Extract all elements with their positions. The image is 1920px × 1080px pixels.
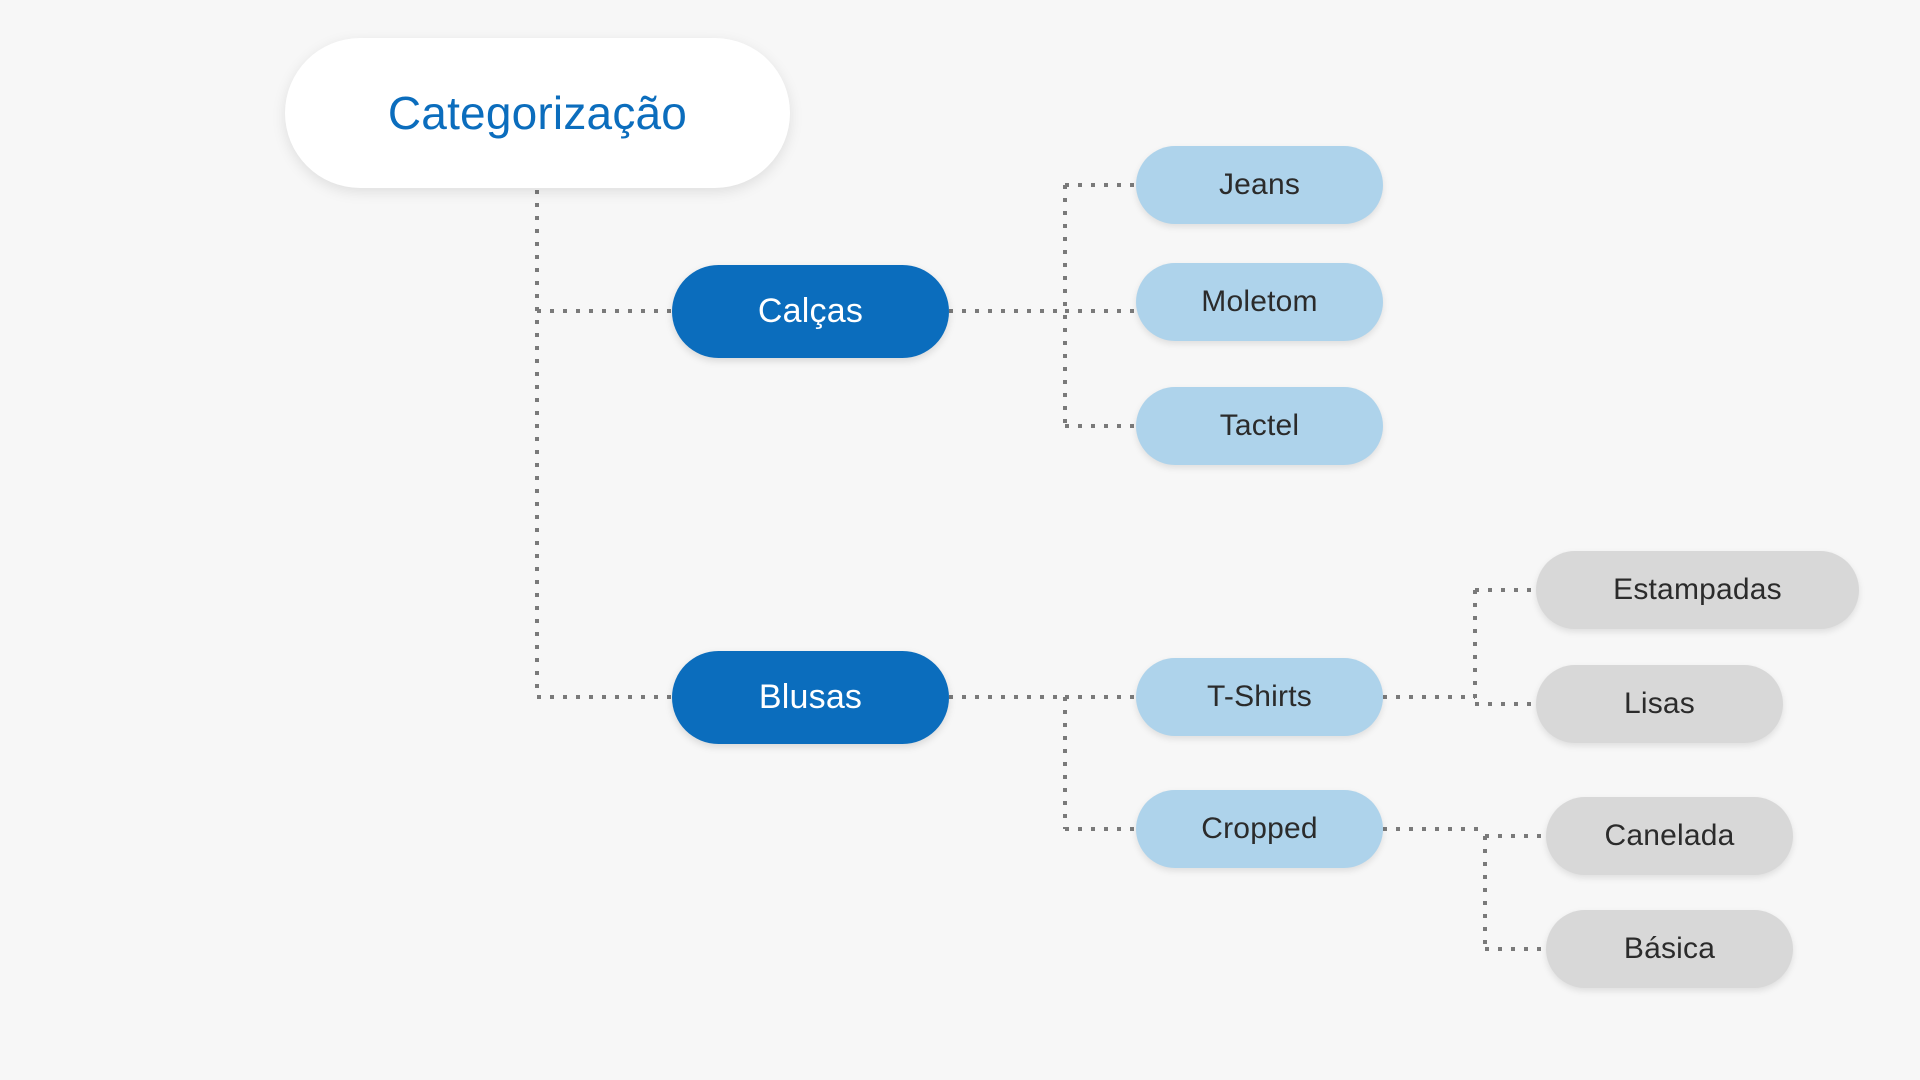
node-blusas-label: Blusas	[758, 678, 863, 716]
node-canelada-label: Canelada	[1604, 819, 1735, 852]
node-tshirts[interactable]: T-Shirts	[1136, 658, 1383, 736]
node-lisas-label: Lisas	[1623, 687, 1696, 720]
node-root-categorizacao[interactable]: Categorização	[285, 38, 790, 188]
node-estampadas-label: Estampadas	[1613, 573, 1782, 606]
node-basica-label: Básica	[1623, 932, 1716, 965]
node-tactel-label: Tactel	[1219, 409, 1300, 442]
node-root-label: Categorização	[387, 87, 688, 139]
node-moletom[interactable]: Moletom	[1136, 263, 1383, 341]
node-tactel[interactable]: Tactel	[1136, 387, 1383, 465]
node-cropped-label: Cropped	[1201, 812, 1318, 845]
node-jeans[interactable]: Jeans	[1136, 146, 1383, 224]
node-canelada[interactable]: Canelada	[1546, 797, 1793, 875]
node-jeans-label: Jeans	[1218, 168, 1301, 201]
node-calcas[interactable]: Calças	[672, 265, 949, 358]
node-cropped[interactable]: Cropped	[1136, 790, 1383, 868]
node-estampadas[interactable]: Estampadas	[1536, 551, 1859, 629]
node-tshirts-label: T-Shirts	[1207, 680, 1312, 713]
node-moletom-label: Moletom	[1201, 285, 1318, 318]
node-blusas[interactable]: Blusas	[672, 651, 949, 744]
node-basica[interactable]: Básica	[1546, 910, 1793, 988]
node-lisas[interactable]: Lisas	[1536, 665, 1783, 743]
node-calcas-label: Calças	[757, 292, 864, 330]
